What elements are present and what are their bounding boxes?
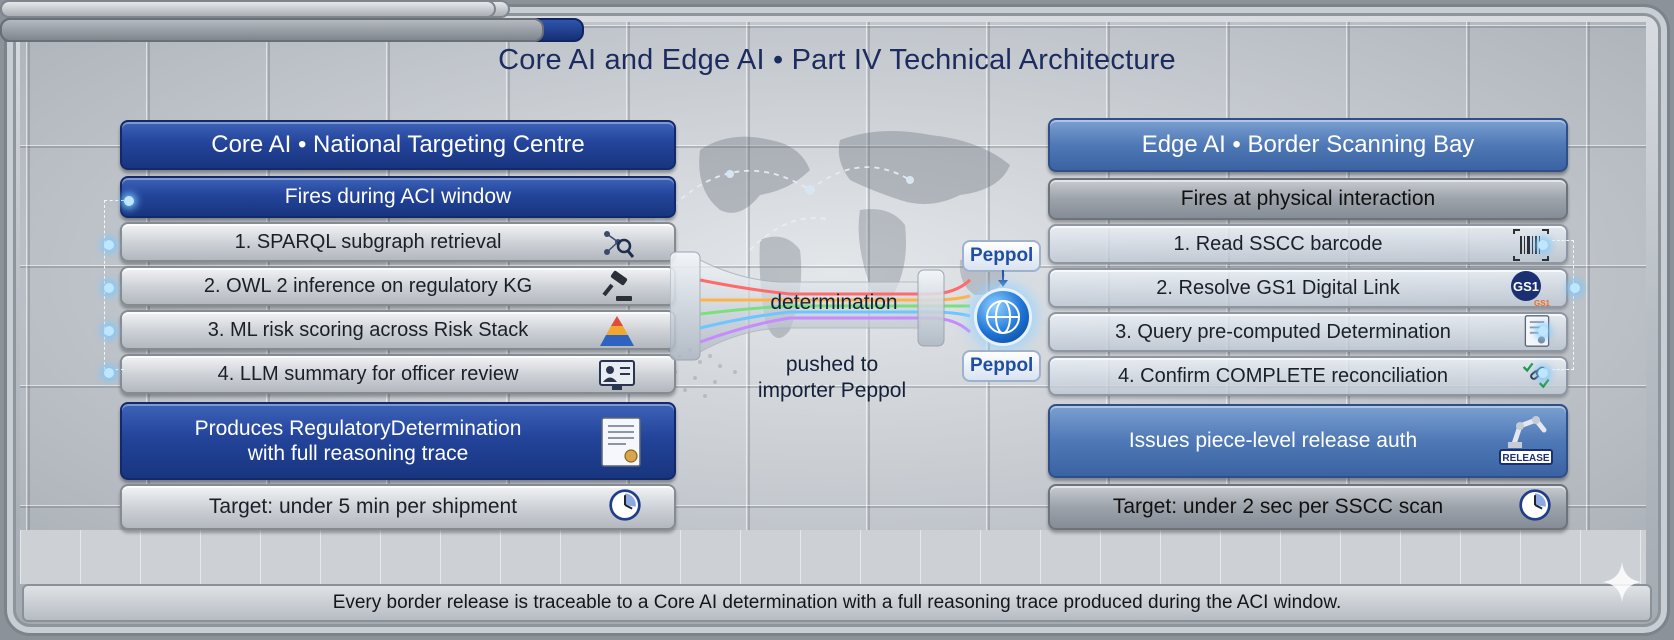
core-header: Core AI • National Targeting Centre bbox=[120, 120, 676, 170]
pushed-line1: pushed to bbox=[785, 353, 879, 376]
peppol-badge-bottom: Peppol bbox=[962, 350, 1042, 382]
edge-header: Edge AI • Border Scanning Bay bbox=[1048, 118, 1568, 172]
certificate-icon bbox=[1524, 315, 1550, 347]
officer-monitor-icon bbox=[599, 360, 635, 390]
edge-header-label: Edge AI • Border Scanning Bay bbox=[1141, 130, 1475, 158]
connector-dot bbox=[104, 240, 114, 250]
connector-dot bbox=[1538, 326, 1548, 336]
gs1-subtext: GS1 bbox=[1534, 299, 1550, 308]
clock-icon bbox=[1519, 489, 1551, 521]
core-step-label: 3. ML risk scoring across Risk Stack bbox=[207, 319, 529, 341]
edge-target-label: Target: under 2 sec per SSCC scan bbox=[1112, 495, 1444, 519]
edge-issues-label: Issues piece-level release auth bbox=[1128, 429, 1418, 453]
edge-side-connector bbox=[1552, 240, 1574, 370]
core-target-tier: Target: under 5 min per shipment bbox=[120, 484, 676, 530]
core-target-label: Target: under 5 min per shipment bbox=[208, 495, 518, 519]
edge-step-3: 3. Query pre-computed Determination bbox=[1048, 312, 1568, 352]
gavel-icon bbox=[602, 270, 632, 301]
edge-ai-stack: Edge AI • Border Scanning Bay Fires at p… bbox=[0, 0, 1568, 530]
connector-dot bbox=[1570, 283, 1580, 293]
pushed-to-peppol-label: pushed to importer Peppol bbox=[722, 352, 942, 405]
release-stamp-text: RELEASE bbox=[1502, 453, 1550, 464]
core-window-tier: Fires during ACI window bbox=[120, 176, 676, 218]
edge-window-label: Fires at physical interaction bbox=[1180, 187, 1436, 211]
connector-dot bbox=[1538, 240, 1548, 250]
core-step-label: 4. LLM summary for officer review bbox=[217, 363, 519, 385]
edge-base bbox=[0, 18, 544, 42]
connector-dot bbox=[104, 368, 114, 378]
determination-label: determination bbox=[770, 291, 898, 314]
peppol-badge-top: Peppol bbox=[962, 240, 1042, 272]
clock-icon bbox=[609, 489, 641, 521]
edge-step-label: 2. Resolve GS1 Digital Link bbox=[1156, 277, 1400, 299]
connector-dot bbox=[104, 283, 114, 293]
core-produces-line2: with full reasoning trace bbox=[247, 442, 469, 465]
document-certificate-icon bbox=[601, 417, 641, 467]
footer-text: Every border release is traceable to a C… bbox=[332, 592, 1342, 613]
connector-dot bbox=[1538, 368, 1548, 378]
gs1-logo-icon: GS1 GS1 bbox=[1511, 271, 1550, 308]
edge-step-label: 4. Confirm COMPLETE reconciliation bbox=[1117, 365, 1449, 387]
core-step-label: 1. SPARQL subgraph retrieval bbox=[234, 231, 502, 253]
edge-top-cap bbox=[0, 0, 496, 18]
edge-step-label: 1. Read SSCC barcode bbox=[1173, 233, 1383, 255]
edge-target-tier: Target: under 2 sec per SSCC scan bbox=[1048, 484, 1568, 530]
footer-caption: Every border release is traceable to a C… bbox=[22, 584, 1652, 622]
edge-step-4: 4. Confirm COMPLETE reconciliation bbox=[1048, 356, 1568, 396]
pushed-line2: importer Peppol bbox=[757, 379, 907, 403]
core-step-4: 4. LLM summary for officer review bbox=[120, 354, 676, 394]
core-produces-tier: Produces RegulatoryDetermination with fu… bbox=[120, 402, 676, 480]
edge-step-1: 1. Read SSCC barcode bbox=[1048, 224, 1568, 264]
gs1-text: GS1 bbox=[1513, 279, 1539, 294]
edge-window-tier: Fires at physical interaction bbox=[1048, 178, 1568, 220]
edge-step-label: 3. Query pre-computed Determination bbox=[1115, 321, 1451, 343]
core-step-1: 1. SPARQL subgraph retrieval bbox=[120, 222, 676, 262]
floor-grid bbox=[20, 530, 1646, 584]
data-fiber-pipe bbox=[670, 251, 972, 361]
core-step-label: 2. OWL 2 inference on regulatory KG bbox=[203, 275, 533, 297]
arrow-down-icon bbox=[998, 270, 1008, 287]
page-title: Core AI and Edge AI • Part IV Technical … bbox=[498, 44, 1176, 76]
core-step-2: 2. OWL 2 inference on regulatory KG bbox=[120, 266, 676, 306]
edge-issues-tier: Issues piece-level release auth bbox=[1048, 404, 1568, 478]
checklist-link-icon bbox=[1522, 362, 1550, 389]
edge-step-2: 2. Resolve GS1 Digital Link bbox=[1048, 268, 1568, 308]
peppol-globe-icon bbox=[974, 288, 1032, 346]
core-produces-line1: Produces RegulatoryDetermination bbox=[194, 416, 522, 440]
core-header-label: Core AI • National Targeting Centre bbox=[211, 130, 585, 158]
core-window-label: Fires during ACI window bbox=[284, 185, 512, 209]
network-search-icon bbox=[604, 231, 635, 258]
connector-dot bbox=[104, 326, 114, 336]
sparkle-icon bbox=[1602, 562, 1642, 602]
pyramid-icon bbox=[600, 316, 634, 346]
core-step-3: 3. ML risk scoring across Risk Stack bbox=[120, 310, 676, 350]
robot-arm-release-icon: RELEASE bbox=[1499, 416, 1553, 465]
connector-dot bbox=[124, 196, 134, 206]
